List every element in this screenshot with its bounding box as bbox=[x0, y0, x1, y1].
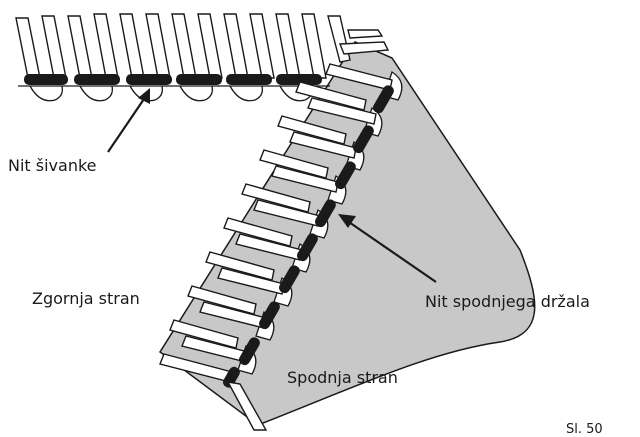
bottom-side-label: Spodnja stran bbox=[287, 368, 398, 387]
diagonal-seam-locks bbox=[223, 85, 394, 388]
needle-thread-label: Nit šivanke bbox=[8, 156, 97, 175]
top-seam-locks bbox=[24, 74, 322, 85]
figure-caption: Sl. 50 bbox=[566, 422, 603, 437]
corner-threads bbox=[338, 29, 390, 55]
diagonal-seam-threads bbox=[159, 63, 393, 383]
thread-tail bbox=[226, 381, 268, 431]
bobbin-thread-arrow bbox=[338, 214, 437, 283]
top-seam-threads bbox=[15, 13, 351, 79]
needle-thread-arrow bbox=[107, 88, 150, 153]
bobbin-thread-label: Nit spodnjega držala bbox=[425, 292, 590, 311]
top-side-label: Zgornja stran bbox=[32, 289, 140, 308]
top-seam-loops bbox=[18, 85, 330, 102]
fabric-bottom-side bbox=[158, 41, 536, 426]
